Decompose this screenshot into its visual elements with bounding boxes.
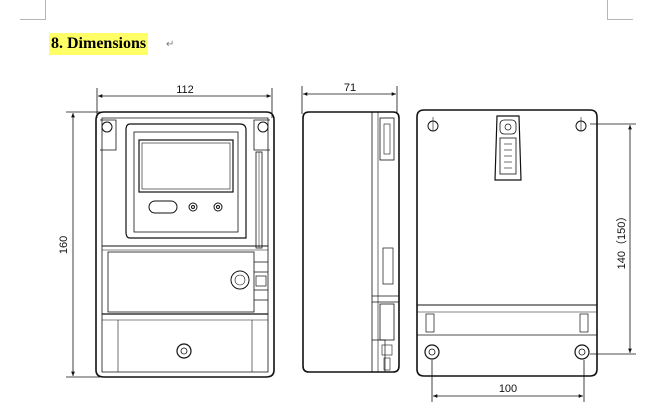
crop-mark-top-left xyxy=(45,0,46,20)
paragraph-mark: ↵ xyxy=(166,39,175,50)
rear-height-label: 140（150） xyxy=(615,211,628,270)
section-heading: 8. Dimensions xyxy=(49,33,149,55)
front-width-label: 112 xyxy=(176,84,194,96)
rear-view: 140（150） 100 xyxy=(416,109,636,402)
rear-width-label: 100 xyxy=(499,383,517,395)
side-view: 71 xyxy=(301,82,400,373)
side-depth-label: 71 xyxy=(344,82,356,94)
front-height-label: 160 xyxy=(58,236,70,254)
crop-mark-top-right xyxy=(607,0,608,20)
crop-mark-top-left-h xyxy=(20,19,46,20)
front-view: 112 160 xyxy=(58,84,275,378)
crop-mark-top-right-h xyxy=(607,19,633,20)
